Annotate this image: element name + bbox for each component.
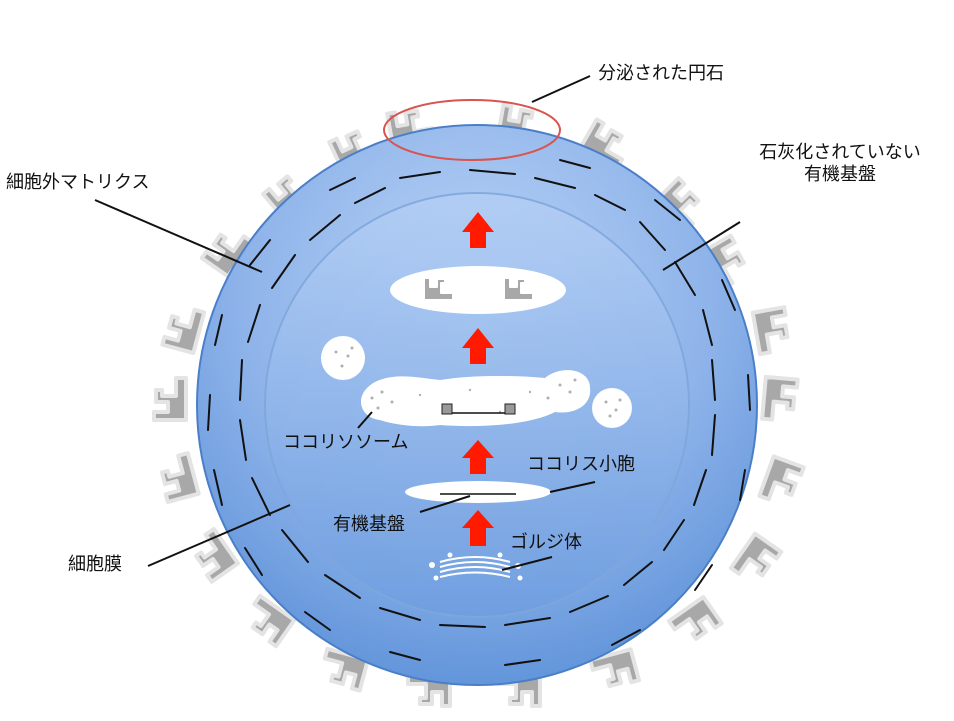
transport-arrows: [462, 212, 494, 546]
scale-dash: [611, 629, 641, 646]
coccolith-vesicle-large: [361, 370, 591, 427]
scale-dash: [271, 254, 296, 289]
coccolith: [757, 454, 806, 509]
scale-dash: [244, 547, 263, 576]
secreted-coccolith-highlight: [383, 99, 561, 161]
up-arrow-icon: [462, 328, 494, 364]
scale-dash: [281, 529, 309, 563]
leader-coccolithosome: [357, 411, 373, 429]
scale-dash: [354, 187, 386, 204]
scale-dash: [214, 314, 223, 346]
scale-dash: [207, 394, 211, 431]
scale-dash: [469, 169, 516, 175]
scale-dash: [534, 177, 576, 189]
leader-membrane: [147, 504, 291, 567]
leader-noncalcified: [662, 221, 741, 271]
scale-dash: [747, 374, 751, 411]
coccolithosome-group: [321, 336, 632, 428]
coccolith-vesicle-flat: [405, 481, 551, 503]
scale-dash: [654, 199, 681, 221]
leader-vesicle: [549, 481, 596, 493]
scale-dash: [702, 309, 713, 346]
scale-dash: [569, 595, 609, 613]
up-arrow-icon: [462, 440, 494, 474]
leader-golgi: [501, 556, 553, 571]
label-noncalcified-line2: 有機基盤: [804, 164, 876, 185]
label-extracellular-matrix: 細胞外マトリクス: [6, 172, 150, 193]
coccolithosome: [321, 336, 365, 380]
scale-dash: [623, 561, 653, 586]
scale-dash: [504, 617, 551, 626]
label-noncalcified-line1: 石灰化されていない: [759, 142, 921, 163]
scale-dash: [399, 171, 441, 179]
scale-dash: [239, 419, 247, 461]
scale-dash: [389, 651, 421, 661]
mature-coccolith-vesicle: [390, 266, 566, 314]
coccolith: [760, 374, 800, 424]
leader-secreted: [531, 75, 591, 103]
scale-dash: [594, 194, 626, 211]
leader-lines: [94, 75, 741, 571]
scale-dash: [694, 564, 713, 591]
scale-dash: [239, 359, 243, 401]
scale-dash: [213, 469, 223, 506]
coccolith: [152, 376, 188, 422]
organic-base-scales: [207, 159, 751, 666]
leader-matrix: [94, 199, 263, 273]
scale-dash: [711, 414, 716, 456]
scale-dash: [504, 659, 541, 666]
scale-dash: [247, 304, 261, 343]
scale-dash: [249, 239, 271, 266]
scale-dash: [379, 607, 421, 621]
label-cell-membrane: 細胞膜: [68, 554, 122, 575]
scale-dash: [639, 221, 666, 251]
scale-dash: [663, 519, 685, 551]
label-secreted-coccolith: 分泌された円石: [598, 63, 724, 84]
scale-dash: [251, 477, 271, 516]
coccolith: [750, 305, 794, 357]
label-golgi: ゴルジ体: [510, 532, 582, 553]
coccolith: [728, 531, 784, 589]
label-noncalcified: 石灰化されていない 有機基盤: [740, 142, 940, 186]
scale-dash: [559, 159, 591, 169]
scale-dash: [304, 611, 331, 631]
scale-dash: [721, 279, 736, 311]
coccolith: [666, 595, 724, 650]
scale-dash: [309, 214, 341, 241]
coccolithosome: [592, 388, 632, 428]
up-arrow-icon: [462, 212, 494, 248]
label-coccolithosome: ココリソソーム: [283, 432, 409, 453]
scale-dash: [329, 177, 356, 191]
label-coccolith-vesicle: ココリス小胞: [527, 454, 635, 475]
scale-dash: [693, 469, 707, 506]
up-arrow-icon: [462, 510, 494, 546]
scale-dash: [739, 469, 746, 501]
label-organic-base: 有機基盤: [333, 514, 405, 535]
leader-organic-base: [419, 495, 471, 513]
scale-dash: [674, 261, 696, 296]
coccolith: [160, 302, 207, 355]
scale-dash: [324, 574, 361, 599]
scale-dash: [711, 359, 716, 401]
coccolith: [154, 451, 201, 504]
scale-dash: [439, 624, 486, 628]
